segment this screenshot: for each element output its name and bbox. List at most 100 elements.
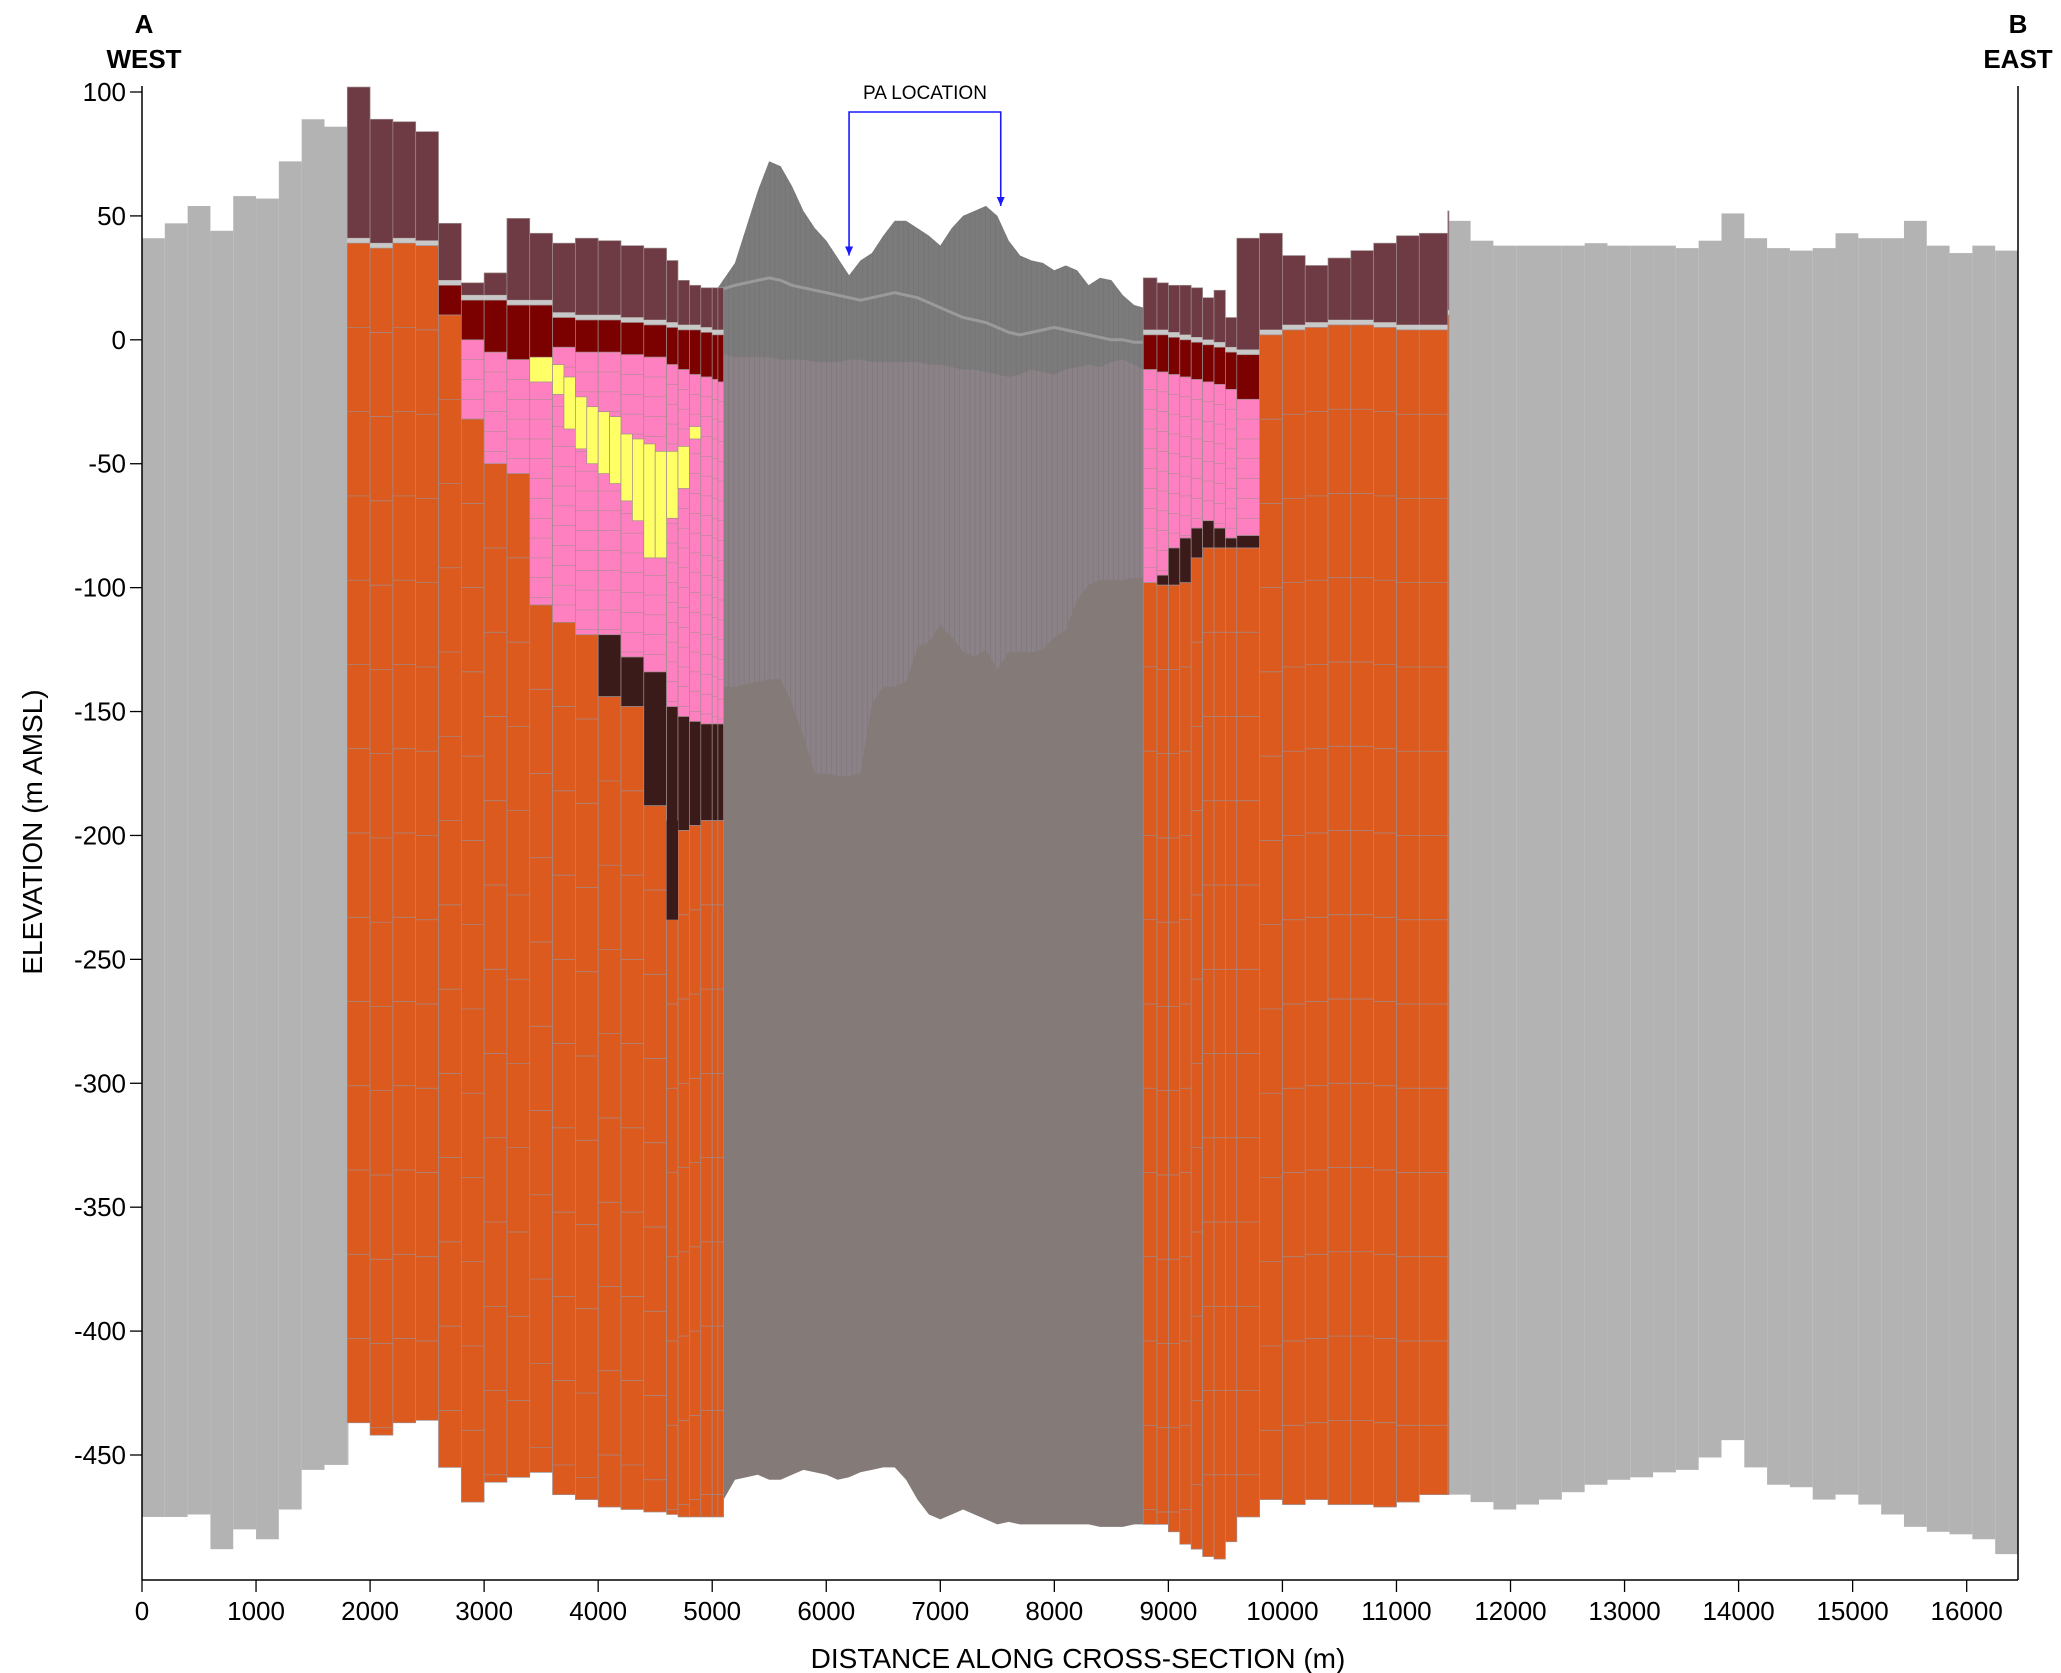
east-pink-zone-cell [1142,369,1158,584]
yellow-zone-cell [552,364,565,395]
east-orange-layer-cell [1259,334,1283,1500]
west-dark-zone-cell [689,721,702,826]
x-tick-label: 0 [135,1596,149,1626]
outer-zone-east-column [1470,240,1494,1503]
west-top-layer-cell [529,232,553,301]
y-tick-label: -400 [74,1316,126,1346]
east-thin-band-cell [1328,319,1351,325]
east-thin-band-cell [1305,322,1329,328]
east-red-layer-cell [1168,336,1181,375]
west-top-layer-cell [620,245,645,318]
x-tick-label: 16000 [1931,1596,2003,1626]
west-thin-band-cell [438,280,462,286]
x-axis-title: DISTANCE ALONG CROSS-SECTION (m) [811,1643,1346,1673]
pa-location-arrow-left [845,246,854,256]
west-red-layer-cell [552,317,576,348]
yellow-zone-cell [597,411,610,474]
east-thin-band-cell [1156,329,1169,335]
east-thin-band-cell [1225,347,1237,353]
west-orange-layer-cell [700,820,713,1518]
outer-zone-west-column [187,205,211,1515]
outer-zone-east-column [1972,245,1996,1540]
outer-zone-west-column [256,198,279,1540]
west-red-layer-cell [700,332,713,378]
y-tick-label: -300 [74,1068,126,1098]
west-pink-zone-cell [677,369,690,717]
east-orange-layer-cell [1225,547,1238,1543]
west-thin-band-cell [689,324,701,330]
labels: ELEVATION (m AMSL) DISTANCE ALONG CROSS-… [17,9,2053,1673]
west-thin-band-cell [415,240,439,246]
east-end-direction: EAST [1983,44,2052,74]
east-thin-band-cell [1191,337,1203,343]
west-orange-layer-cell [438,314,462,1468]
east-dark-zone-cell [1179,537,1192,584]
east-top-layer-cell [1236,237,1260,351]
west-top-layer-cell [483,272,508,296]
west-pink-zone-cell [575,351,599,636]
east-top-layer-cell [1327,257,1352,321]
outer-zone-west-column [142,238,165,1517]
west-top-layer-cell [711,287,719,331]
west-end-letter: A [135,9,154,39]
yellow-zone-cell [563,376,576,430]
west-thin-band-cell [700,327,713,333]
east-red-layer-cell [1225,351,1238,390]
east-dark-zone-cell [1168,547,1181,586]
yellow-zone-cell [654,450,667,559]
east-top-layer-cell [1259,232,1283,331]
east-top-layer-cell [1282,255,1306,326]
west-thin-band-cell [666,322,678,328]
west-pink-zone-cell [597,351,622,636]
outer-zone-east-column [1835,233,1859,1495]
west-orange-layer-cell [643,805,667,1513]
east-thin-band-cell [1143,329,1157,335]
outer-zone-west-column [301,119,325,1470]
east-pink-zone-cell [1190,379,1203,529]
y-tick-label: -100 [74,573,126,603]
west-thin-band-cell [620,317,644,323]
west-top-layer-cell [717,287,724,331]
west-orange-layer-cell [620,706,645,1510]
west-end-direction: WEST [106,44,181,74]
axes: 100500-50-100-150-200-250-300-350-400-45… [74,77,2019,1626]
outer-zone-east-column [1447,220,1471,1495]
east-thin-band-cell [1350,319,1374,325]
y-tick-label: -200 [74,820,126,850]
west-dark-zone-cell [717,723,724,821]
east-orange-layer-cell [1179,582,1192,1545]
east-thin-band-cell [1282,324,1306,330]
x-tick-label: 10000 [1246,1596,1318,1626]
east-pink-zone-cell [1225,389,1238,539]
x-tick-label: 13000 [1588,1596,1660,1626]
x-tick-label: 7000 [911,1596,969,1626]
east-dark-zone-cell [1156,574,1169,586]
west-top-layer-cell [643,247,667,321]
outer-zone-east-column [1903,220,1927,1527]
west-thin-band-cell [529,300,553,306]
west-top-layer-cell [506,218,531,301]
west-red-layer-cell [529,304,553,360]
west-pink-zone-cell [529,359,553,606]
outer-zone-east-column [1698,240,1722,1458]
yellow-zone-cell [643,443,656,559]
west-pink-zone-cell [666,364,679,707]
west-top-layer-cell [552,242,576,313]
east-red-layer-cell [1213,346,1226,385]
x-tick-label: 11000 [1361,1596,1431,1626]
west-red-layer-cell [677,329,690,370]
yellow-zone-cell [620,433,633,502]
east-thin-band-cell [1447,310,1449,316]
west-top-layer-cell [346,86,371,239]
y-tick-label: -350 [74,1192,126,1222]
east-red-layer-cell [1156,334,1169,373]
west-top-layer-cell [700,287,713,328]
y-tick-label: -50 [88,449,126,479]
x-tick-label: 1000 [227,1596,285,1626]
outer-zone-east-column [1995,250,2018,1555]
east-thin-band-cell [1373,322,1397,328]
west-top-layer-cell [689,284,702,326]
yellow-zone-cell [609,416,622,484]
west-red-layer-cell [597,319,622,353]
east-top-layer-cell [1396,235,1420,326]
